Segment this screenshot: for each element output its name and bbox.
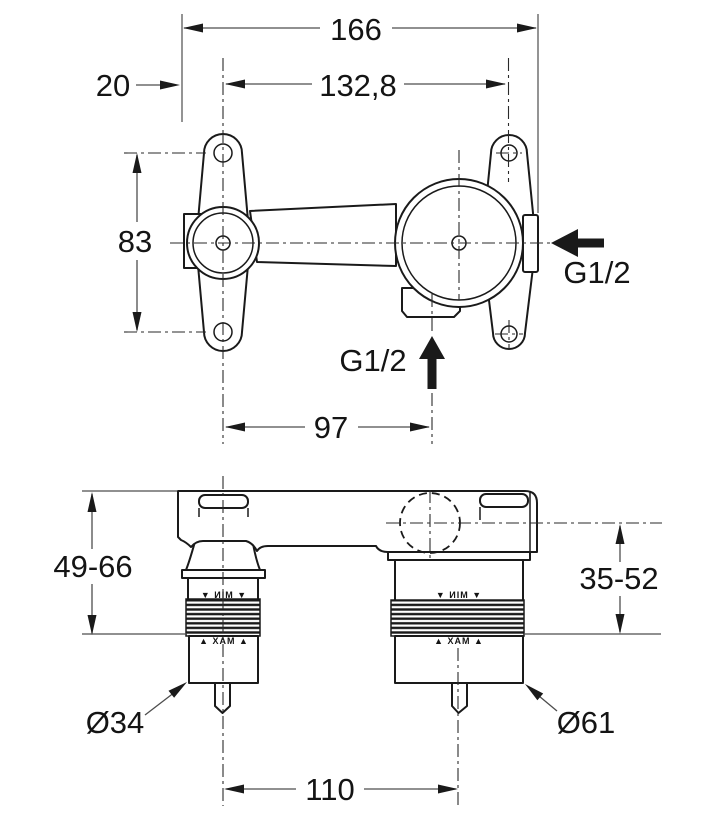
right-column bbox=[387, 551, 531, 714]
label-right-diameter: Ø61 bbox=[557, 705, 616, 740]
front-view-dimensions: 49-66 35-52 Ø34 Ø61 110 bbox=[53, 490, 661, 807]
dim-left-depth-range: 49-66 bbox=[53, 549, 132, 584]
bottom-inlet-label: G1/2 bbox=[339, 343, 406, 378]
dim-hole-spacing: 132,8 bbox=[319, 68, 397, 103]
label-left-diameter: Ø34 bbox=[86, 705, 145, 740]
top-view-centerlines bbox=[124, 58, 560, 444]
dim-left-offset: 20 bbox=[96, 68, 130, 103]
left-min-marking: ▼ MIN ▼ bbox=[200, 590, 246, 600]
top-view bbox=[124, 58, 560, 444]
side-inlet-flow-arrow bbox=[551, 229, 604, 257]
front-view-centerlines bbox=[222, 476, 662, 806]
right-thread-band bbox=[390, 599, 525, 637]
bottom-inlet-flow-arrow bbox=[419, 336, 445, 389]
dim-right-depth-range: 35-52 bbox=[579, 561, 658, 596]
right-pin bbox=[451, 682, 468, 714]
body-bar bbox=[177, 490, 538, 553]
left-max-marking: ▲ MAX ▲ bbox=[198, 636, 248, 646]
connecting-arm bbox=[249, 203, 397, 267]
right-min-marking: ▼ MIN ▼ bbox=[435, 590, 481, 600]
front-view: ▼ MIN ▼ ▲ MAX ▲ ▼ MIN ▼ ▲ MAX ▲ bbox=[177, 476, 662, 806]
dim-bottom-inlet-offset: 97 bbox=[314, 410, 348, 445]
right-flange bbox=[387, 551, 531, 561]
dim-hole-height: 83 bbox=[118, 224, 152, 259]
right-cylinder-lower bbox=[394, 635, 524, 684]
dim-overall-width: 166 bbox=[330, 12, 382, 47]
right-screw-slot bbox=[479, 493, 529, 508]
right-max-marking: ▲ MAX ▲ bbox=[433, 636, 483, 646]
dim-center-distance: 110 bbox=[305, 772, 354, 807]
right-cylinder-upper bbox=[394, 559, 524, 602]
side-inlet-label: G1/2 bbox=[563, 255, 630, 290]
top-view-dimensions: 166 20 132,8 83 97 G1/2 bbox=[96, 12, 631, 445]
